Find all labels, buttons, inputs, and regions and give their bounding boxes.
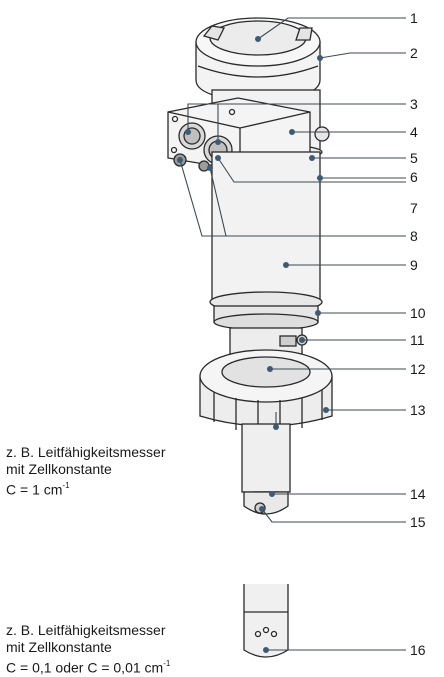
callout-label-10: 10 [410, 305, 426, 321]
device-illustration [167, 17, 333, 658]
callout-lines [179, 17, 406, 651]
caption-bottom-line3-sup: -1 [163, 659, 171, 668]
sensor-variant [243, 584, 289, 658]
callout-label-14: 14 [410, 486, 426, 502]
caption-top-line3: C = 1 cm-1 [6, 478, 166, 499]
callout-label-1: 1 [410, 10, 418, 26]
callout-label-3: 3 [410, 96, 418, 112]
callout-dots [177, 36, 329, 653]
callout-label-11: 11 [410, 332, 425, 348]
callout-label-9: 9 [410, 257, 418, 273]
callout-label-15: 15 [410, 514, 426, 530]
caption-bottom-line3: C = 0,1 oder C = 0,01 cm-1 [6, 656, 170, 677]
caption-top-line3-sup: -1 [62, 481, 70, 490]
main-body [209, 151, 323, 313]
callout-label-12: 12 [410, 361, 426, 377]
callout-label-8: 8 [410, 228, 418, 244]
caption-top: z. B. Leitfähigkeitsmesser mit Zellkonst… [6, 444, 166, 499]
callout-label-2: 2 [410, 45, 418, 61]
callout-label-13: 13 [410, 402, 426, 418]
callout-labels: 1 2 3 4 5 6 7 8 9 10 11 12 13 14 15 16 [410, 10, 426, 658]
caption-top-line1: z. B. Leitfähigkeitsmesser [6, 444, 166, 460]
callout-label-5: 5 [410, 150, 418, 166]
caption-bottom: z. B. Leitfähigkeitsmesser mit Zellkonst… [6, 622, 170, 677]
seal-rings [213, 305, 319, 355]
housing-lid [195, 17, 321, 103]
sensor-shaft [241, 423, 291, 515]
callout-label-4: 4 [410, 124, 418, 140]
caption-top-line3-text: C = 1 cm [6, 481, 63, 498]
callout-label-6: 6 [410, 169, 418, 185]
caption-bottom-line2: mit Zellkonstante [6, 639, 112, 655]
caption-bottom-line1: z. B. Leitfähigkeitsmesser [6, 622, 166, 638]
callout-label-7: 7 [410, 200, 418, 216]
union-nut [199, 349, 333, 432]
callout-label-16: 16 [410, 642, 426, 658]
caption-top-line2: mit Zellkonstante [6, 461, 112, 477]
